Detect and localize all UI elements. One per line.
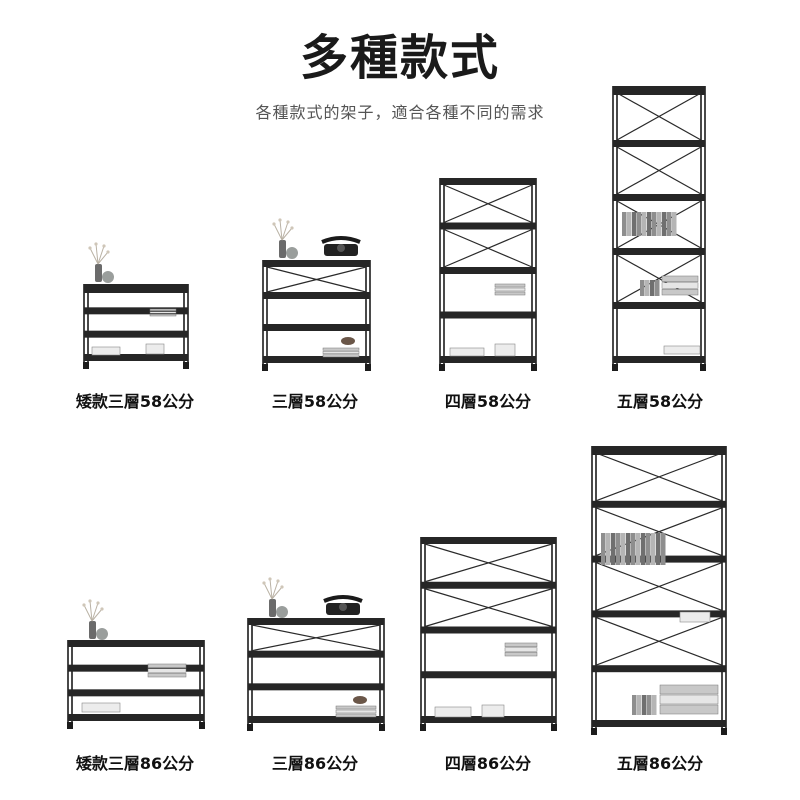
- figurine-row: [663, 345, 701, 355]
- page-title: 多種款式: [299, 30, 500, 86]
- shelf-board: [248, 650, 384, 658]
- shelf-board: [592, 720, 726, 727]
- caption-5-tier-86: 五層86公分: [616, 754, 704, 773]
- book-stack: [504, 642, 538, 657]
- book-stack: [659, 684, 719, 715]
- shelf-board: [440, 222, 536, 230]
- shelf-board: [613, 140, 705, 147]
- shelf-board: [421, 581, 556, 589]
- book-stack: [335, 705, 377, 718]
- book-stack: [149, 308, 177, 317]
- caption-4-tier-86: 四層86公分: [444, 754, 532, 773]
- shelf-board: [613, 194, 705, 201]
- book-stack: [494, 283, 526, 296]
- shelf-3-tier-86: [247, 618, 385, 731]
- storage-box: [145, 343, 165, 355]
- shelf-5-tier-58: [612, 86, 706, 371]
- shelf-board: [613, 356, 705, 363]
- shelf-board: [84, 354, 188, 361]
- keyboard-box: [91, 346, 121, 356]
- upright-books: [640, 280, 660, 296]
- vase-plant: [88, 242, 114, 283]
- shelf-board: [440, 356, 536, 363]
- shelf-board: [421, 716, 556, 723]
- bowl: [353, 696, 367, 704]
- shelf-board: [263, 292, 370, 299]
- shelf-board: [248, 618, 384, 625]
- upright-books: [601, 533, 666, 565]
- caption-low-3-tier-58: 矮款三層58公分: [75, 392, 195, 411]
- shelf-board: [68, 640, 204, 647]
- shelf-board: [613, 86, 705, 95]
- caption-4-tier-58: 四層58公分: [444, 392, 532, 411]
- shelf-board: [592, 446, 726, 455]
- shelf-board: [421, 626, 556, 634]
- caption-low-3-tier-86: 矮款三層86公分: [75, 754, 195, 773]
- shelf-board: [248, 716, 384, 723]
- storage-box: [81, 702, 121, 713]
- vase-plant: [82, 599, 108, 640]
- shelf-board: [421, 537, 556, 544]
- book-stack: [147, 663, 187, 678]
- shelf-board: [592, 610, 726, 618]
- shelf-4-tier-58: [439, 178, 537, 371]
- shelf-low-3-tier-86: [67, 640, 205, 729]
- vase-plant: [272, 218, 298, 259]
- shelf-board: [592, 665, 726, 673]
- shelf-board: [84, 330, 188, 338]
- book-stack: [322, 347, 360, 358]
- shelf-board: [263, 356, 370, 363]
- caption-3-tier-58: 三層58公分: [271, 392, 359, 411]
- book-stack: [661, 275, 699, 296]
- storage-box: [494, 343, 516, 357]
- upright-books: [632, 695, 657, 715]
- shelf-board: [440, 178, 536, 185]
- shelf-board: [613, 302, 705, 309]
- shelf-board: [613, 248, 705, 255]
- shelf-board: [84, 284, 188, 293]
- caption-3-tier-86: 三層86公分: [271, 754, 359, 773]
- shelf-board: [592, 500, 726, 508]
- shelf-3-tier-58: [262, 260, 371, 371]
- page-subtitle: 各種款式的架子，適合各種不同的需求: [255, 103, 545, 122]
- shelf-low-3-tier-58: [83, 284, 189, 369]
- storage-box: [434, 706, 472, 718]
- shelf-board: [440, 267, 536, 274]
- figurine-row: [679, 611, 711, 623]
- shelf-board: [68, 714, 204, 721]
- storage-box: [449, 347, 485, 357]
- telephone: [323, 595, 363, 615]
- storage-box: [481, 704, 505, 718]
- shelf-board: [421, 671, 556, 679]
- shelf-board: [263, 324, 370, 331]
- bowl: [341, 337, 355, 345]
- vase-plant: [262, 577, 288, 618]
- shelf-board: [263, 260, 370, 267]
- telephone: [321, 236, 361, 256]
- shelf-board: [440, 311, 536, 319]
- shelf-board: [68, 689, 204, 697]
- shelf-board: [248, 683, 384, 691]
- shelf-board: [84, 307, 188, 315]
- caption-5-tier-58: 五層58公分: [616, 392, 704, 411]
- upright-books: [622, 212, 677, 236]
- shelf-board: [68, 664, 204, 672]
- shelf-4-tier-86: [420, 537, 557, 731]
